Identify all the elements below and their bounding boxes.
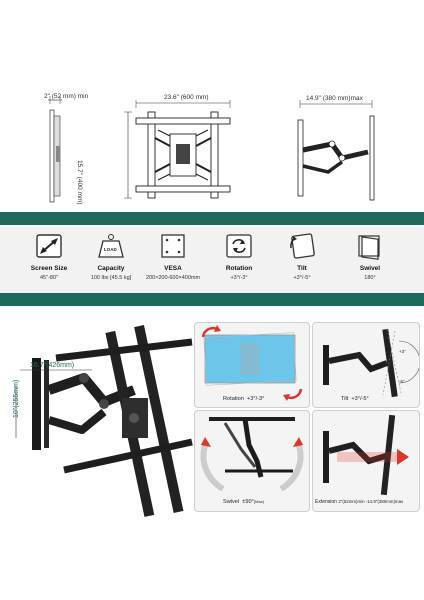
spec-value: +3°/-3° [230, 275, 248, 281]
spec-tilt: Tilt +3°/-5° [270, 227, 334, 293]
spec-vesa: VESA 200×200-600×400mm [141, 227, 205, 293]
tilt-minus-label: -5° [399, 379, 405, 384]
swivel-value: ±90° [242, 499, 254, 505]
screen-size-icon [34, 232, 64, 260]
tilt-plus-label: +3° [399, 349, 406, 354]
swivel-note: (Max) [253, 499, 265, 504]
swivel-icon [355, 232, 385, 260]
rotation-caption: Rotation +3°/-3° [223, 396, 264, 402]
spec-label: Tilt [297, 265, 307, 272]
tilt-icon [287, 232, 317, 260]
product-height-label: 10"(255mm) [13, 379, 20, 418]
side-depth-label: 2" (52 mm) min [44, 93, 89, 100]
top-view-diagram [292, 100, 392, 210]
extension-caption: Extension 2"(52mm)min -14.9"(380mm)max [315, 499, 403, 505]
spec-label: Rotation [225, 265, 253, 272]
front-view-diagram [118, 100, 248, 210]
load-weight-icon: LOAD [96, 232, 126, 260]
spec-capacity: LOAD Capacity 100 lbs [45.5 kg] [79, 227, 143, 293]
tilt-caption: Tilt +3°/-5° [341, 396, 369, 402]
tilt-label: Tilt [341, 396, 349, 402]
spec-swivel: Swivel 180° [338, 227, 402, 293]
load-badge: LOAD [104, 247, 117, 252]
spec-label: Capacity [97, 265, 125, 272]
spec-label: Swivel [359, 265, 381, 272]
spec-screen-size: Screen Size 45"-80" [17, 227, 81, 293]
rotation-panel: Rotation +3°/-3° [194, 322, 310, 408]
spec-label: VESA [164, 265, 182, 272]
rotation-icon [224, 232, 254, 260]
extension-panel: Extension 2"(52mm)min -14.9"(380mm)max [312, 410, 420, 512]
spec-label: Screen Size [30, 265, 68, 272]
extension-label: Extension [315, 499, 337, 505]
extension-value: 2"(52mm)min -14.9"(380mm)max [338, 499, 404, 504]
front-height-label: 15.7" (400 mm) [76, 160, 83, 205]
product-width-label: 16.7"(426mm) [30, 362, 75, 369]
spec-value: 200×200-600×400mm [145, 275, 201, 281]
swivel-panel: Swivel ±90°(Max) [194, 410, 310, 512]
vesa-plate-icon [158, 232, 188, 260]
swivel-caption: Swivel ±90°(Max) [223, 499, 264, 505]
extension-label: 14.9" (380 mm)max [306, 95, 363, 102]
front-width-label: 23.6" (600 mm) [164, 94, 209, 101]
spec-value: 100 lbs [45.5 kg] [90, 275, 132, 281]
spec-value: 45"-80" [40, 275, 58, 281]
product-image [4, 320, 194, 520]
spec-rotation: Rotation +3°/-3° [207, 227, 271, 293]
top-green-band [0, 212, 424, 225]
tilt-panel: +3° -5° Tilt +3°/-5° [312, 322, 420, 408]
swivel-label: Swivel [223, 499, 240, 505]
spec-value: +3°/-5° [293, 275, 311, 281]
rotation-value: +3°/-3° [246, 396, 265, 402]
bottom-green-band [0, 293, 424, 306]
rotation-label: Rotation [223, 396, 244, 402]
spec-value: 180° [364, 275, 376, 281]
tilt-value: +3°/-5° [351, 396, 369, 402]
side-view-diagram [42, 96, 92, 211]
spec-strip: Screen Size 45"-80" LOAD Capacity 100 lb… [0, 227, 424, 293]
